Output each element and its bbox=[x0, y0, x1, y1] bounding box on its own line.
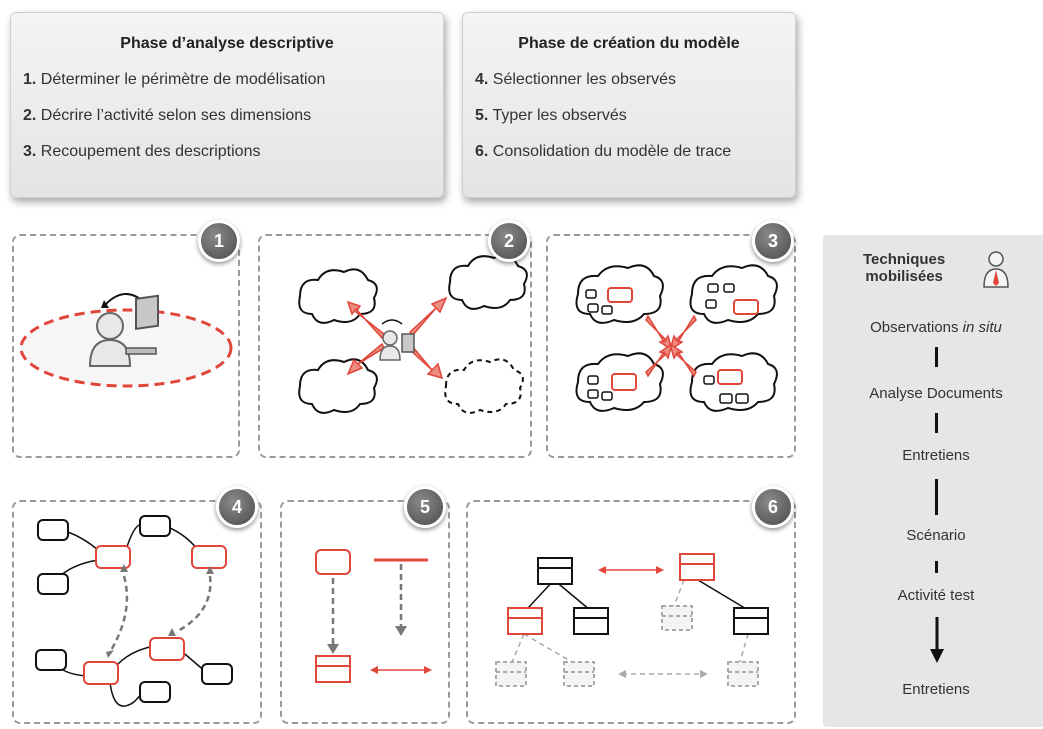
step-1: 1. Déterminer le périmètre de modélisati… bbox=[23, 71, 326, 88]
step-3: 3. Recoupement des descriptions bbox=[23, 143, 261, 160]
technique-separator bbox=[935, 347, 938, 367]
step-badge-3: 3 bbox=[752, 220, 794, 262]
technique-entretiens: Entretiens bbox=[902, 447, 970, 464]
person-icon bbox=[983, 251, 1009, 288]
select-illustration bbox=[35, 515, 233, 707]
panel-1-perimeter bbox=[12, 234, 240, 458]
panel-6-consolidate bbox=[466, 500, 796, 724]
phase-descriptive-title: Phase d’analyse descriptive bbox=[120, 35, 334, 52]
technique-entretiens-final: Entretiens bbox=[902, 681, 970, 698]
phase-creation-card: Phase de création du modèle 4. Sélection… bbox=[462, 12, 796, 198]
down-arrow-icon bbox=[930, 617, 944, 663]
panel-3-crossing bbox=[546, 234, 796, 458]
phase-creation-steps: 4. Sélectionner les observés 5. Typer le… bbox=[463, 71, 795, 161]
technique-activite-test: Activité test bbox=[897, 587, 975, 604]
step-4: 4. Sélectionner les observés bbox=[475, 71, 677, 88]
panel-5-type bbox=[280, 500, 450, 724]
perimeter-illustration bbox=[19, 293, 233, 388]
techniques-title: Techniques mobilisées bbox=[863, 251, 946, 285]
phase-creation-title: Phase de création du modèle bbox=[518, 35, 740, 52]
step-5: 5. Typer les observés bbox=[475, 107, 627, 124]
step-badge-1: 1 bbox=[198, 220, 240, 262]
technique-analyse-documents: Analyse Documents bbox=[869, 385, 1003, 402]
consolidate-illustration bbox=[495, 553, 769, 687]
panel-2-dimensions bbox=[258, 234, 532, 458]
phase-descriptive-card: Phase d’analyse descriptive 1. Détermine… bbox=[10, 12, 444, 198]
technique-separator bbox=[935, 561, 938, 573]
step-2: 2. Décrire l’activité selon ses dimensio… bbox=[23, 107, 312, 124]
step-badge-6: 6 bbox=[752, 486, 794, 528]
crossing-illustration bbox=[575, 264, 778, 412]
technique-separator bbox=[935, 413, 938, 433]
step-badge-4: 4 bbox=[216, 486, 258, 528]
technique-separator bbox=[935, 479, 938, 515]
type-illustration bbox=[315, 549, 432, 683]
panel-4-select bbox=[12, 500, 262, 724]
technique-scenario: Scénario bbox=[906, 527, 966, 544]
step-6: 6. Consolidation du modèle de trace bbox=[475, 143, 732, 160]
techniques-panel: Techniques mobilisées Observations in si… bbox=[823, 235, 1043, 727]
technique-observations: Observations in situ bbox=[870, 319, 1002, 336]
step-badge-5: 5 bbox=[404, 486, 446, 528]
dimensions-illustration bbox=[298, 254, 528, 414]
phase-descriptive-steps: 1. Déterminer le périmètre de modélisati… bbox=[11, 71, 443, 161]
step-badge-2: 2 bbox=[488, 220, 530, 262]
